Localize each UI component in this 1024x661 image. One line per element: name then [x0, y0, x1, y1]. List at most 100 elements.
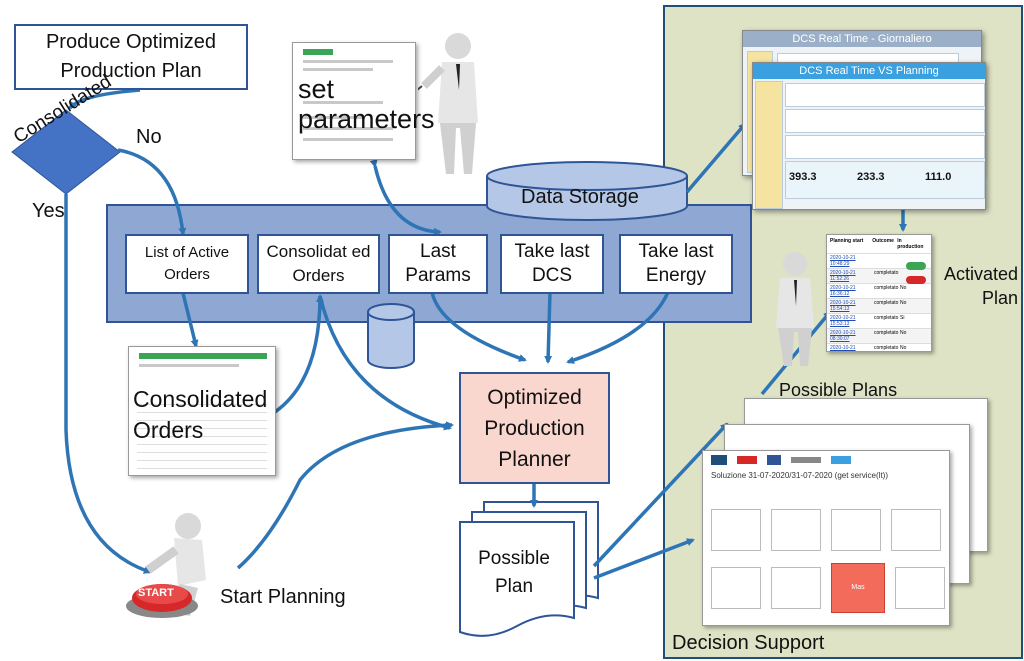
- arrow-setparams-to-lastparams: [369, 159, 442, 236]
- arrow-start-to-planner: [236, 421, 454, 570]
- viewer-person-icon: [776, 252, 814, 366]
- last-params-box: Last Params: [388, 234, 488, 294]
- arrow-active-to-doc: [181, 292, 199, 348]
- plan-row-outcome: completato: [874, 345, 899, 351]
- plan-rows: 2020-10-21 10:48:29 2020-10-21 11:52:26 co…: [827, 253, 931, 351]
- plan-row-date[interactable]: 2020-10-21 10:48:29: [830, 255, 856, 267]
- report-chart-1: [711, 509, 761, 551]
- dcs-title-1: DCS Real Time - Giornaliero: [743, 31, 981, 47]
- plan-row-status: No: [900, 330, 907, 336]
- report-page-1: Soluzione 31-07-2020/31-07-2020 (get ser…: [702, 450, 950, 626]
- plan-col-start: Planning start: [830, 238, 864, 244]
- report-chart-8: [895, 567, 945, 609]
- data-storage-label: Data Storage: [521, 186, 639, 208]
- arrow-params-to-planner: [430, 291, 527, 362]
- plan-row-status: Si: [900, 315, 905, 321]
- plan-row-outcome: completato: [874, 300, 899, 306]
- arrow-energy-to-planner: [566, 291, 670, 364]
- decision-support-label: Decision Support: [672, 632, 825, 654]
- plan-col-outcome: Outcome: [872, 238, 894, 244]
- consolidated-doc-line1: Consolidated: [133, 386, 268, 412]
- report-chart-2: [771, 509, 821, 551]
- metric-value-1: 393.3: [789, 171, 817, 183]
- plan-row-date[interactable]: 2020-10-21 16:36:12: [830, 285, 856, 297]
- alert-label: Mas: [851, 584, 865, 591]
- plan-row-status: No: [900, 300, 907, 306]
- plan-row-outcome: [874, 255, 900, 267]
- start-planning-label: Start Planning: [220, 586, 346, 608]
- arrow-plan-to-decision: [593, 538, 695, 580]
- plan-row[interactable]: 2020-10-21 10:48:29: [827, 253, 931, 268]
- set-label-line1: set: [298, 74, 335, 104]
- possible-plan-stack: [459, 501, 599, 637]
- plan-col-status: In production: [897, 238, 924, 250]
- report-chart-3: [831, 509, 881, 551]
- plan-row-outcome: completato: [874, 285, 899, 291]
- no-label: No: [136, 126, 162, 148]
- activated-plan-table: Planning start Outcome In production 202…: [826, 234, 932, 352]
- set-parameters-doc: [292, 42, 416, 160]
- metric-value-3: 111.0: [925, 171, 952, 183]
- data-storage-cylinder: [486, 161, 688, 221]
- plan-row-date[interactable]: 2020-10-21 15:53:13: [830, 315, 856, 327]
- last-dcs-label: Take last DCS: [514, 241, 590, 286]
- consolidated-doc-line2: Orders: [133, 417, 204, 443]
- arrow-dcs-to-planner: [544, 291, 553, 364]
- arrow-consolidated-to-planner: [318, 295, 452, 431]
- last-params-label: Last Params: [405, 241, 471, 286]
- arrow-storage-to-dcs: [685, 122, 747, 194]
- arrow-no-to-active: [117, 148, 187, 236]
- active-orders-box: List of Active Orders: [125, 234, 249, 294]
- presenter-person-icon: [418, 33, 478, 174]
- solution-title: Soluzione 31-07-2020/31-07-2020 (get ser…: [711, 471, 888, 480]
- planner-label: Optimized Production Planner: [484, 385, 585, 471]
- consolidated-orders-label: Consolidat ed Orders: [266, 242, 371, 285]
- plan-table-header: Planning start Outcome In production: [827, 235, 931, 253]
- activated-plan-label: Activated Plan: [943, 264, 1018, 308]
- set-label-line2: parameters: [298, 104, 435, 134]
- last-energy-label: Take last Energy: [638, 241, 714, 286]
- plan-row-date[interactable]: 2020-10-21 15:54:13: [830, 300, 856, 312]
- produce-plan-label: Produce Optimized Production Plan: [45, 31, 217, 82]
- consolidated-orders-box: Consolidat ed Orders: [257, 234, 380, 294]
- plan-row-status: No: [900, 345, 907, 351]
- plan-row-outcome: completato: [874, 270, 899, 276]
- plan-row-date[interactable]: 2020-10-21 11:52:26: [830, 270, 856, 282]
- possible-plan-label: Possible Plan: [478, 548, 550, 597]
- start-button-label: START: [138, 587, 174, 599]
- arrow-plans-to-activated: [760, 310, 832, 396]
- produce-plan-box: Produce Optimized Production Plan: [14, 24, 248, 90]
- toggle-off[interactable]: [906, 276, 926, 284]
- dcs-title-2: DCS Real Time VS Planning: [753, 63, 985, 79]
- report-logos: [703, 451, 949, 469]
- start-button[interactable]: START: [122, 574, 204, 620]
- arrow-yes-to-start: [64, 194, 152, 574]
- plan-row-outcome: completato: [874, 330, 899, 336]
- plan-row-status: No: [900, 285, 907, 291]
- last-dcs-box: Take last DCS: [500, 234, 604, 294]
- start-button-graphic: [126, 584, 198, 618]
- report-chart-4: [891, 509, 941, 551]
- optimized-planner-box: Optimized Production Planner: [459, 372, 610, 484]
- dcs-screen-front: DCS Real Time VS Planning 393.3 233.3 11…: [752, 62, 986, 210]
- small-storage-cylinder: [367, 303, 415, 369]
- arrow-produce-to-diamond: [68, 88, 141, 110]
- metric-value-2: 233.3: [857, 171, 885, 183]
- report-chart-5: [711, 567, 761, 609]
- plan-row-date[interactable]: 2020-10-21 08:30:07: [830, 330, 856, 342]
- arrow-doc-to-consolidated: [273, 294, 324, 414]
- report-chart-6: [771, 567, 821, 609]
- report-alert-chart: Mas: [831, 563, 885, 613]
- plan-row[interactable]: 2020-10-21 11:52:26 completato: [827, 268, 931, 283]
- last-energy-box: Take last Energy: [619, 234, 733, 294]
- consolidated-doc-label: Consolidated Orders: [133, 384, 267, 446]
- possible-plans-label: Possible Plans: [779, 380, 898, 400]
- toggle-on[interactable]: [906, 262, 926, 270]
- yes-label: Yes: [32, 200, 65, 222]
- plan-row-date[interactable]: 2020-10-21 06:47:31: [830, 345, 856, 351]
